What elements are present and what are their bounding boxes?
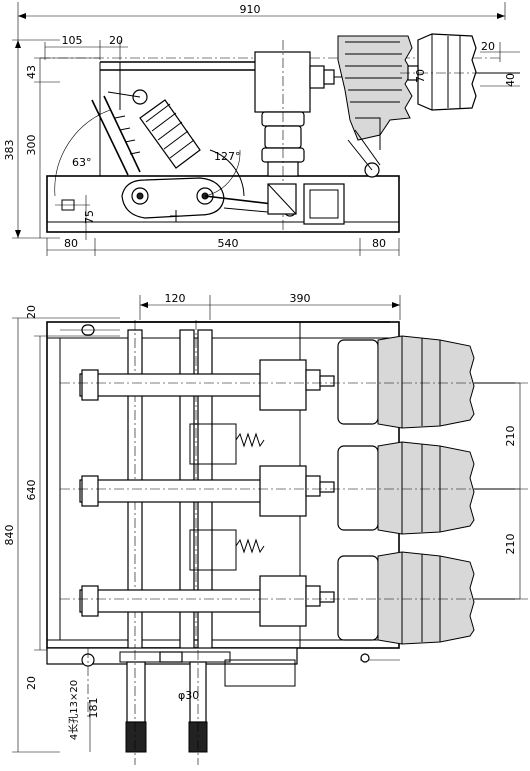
pole-assembly-1 — [60, 335, 520, 429]
angle-63-label: 63° — [72, 156, 92, 169]
dim-120-label: 120 — [165, 292, 186, 305]
dim-left-verticals: 383 43 300 75 — [3, 39, 100, 240]
dim-210-a-label: 210 — [504, 426, 517, 447]
plan-bottom-labels: φ30 181 4长孔13×20 — [68, 680, 199, 752]
dim-390-label: 390 — [290, 292, 311, 305]
dim-plan-left: 20 840 640 20 — [3, 305, 120, 753]
dim-540-label: 540 — [218, 237, 239, 250]
bottom-base-and-rods — [46, 647, 400, 765]
dim-105-label: 105 — [62, 34, 83, 47]
dim-383-label: 383 — [3, 140, 16, 161]
interlock-springs — [189, 423, 265, 571]
pole-assembly-3 — [60, 551, 520, 645]
dim-20-right-label: 20 — [481, 40, 495, 53]
dim-181-label: 181 — [87, 698, 100, 719]
dim-20-plan-top-label: 20 — [25, 305, 38, 319]
dim-43-label: 43 — [25, 65, 38, 79]
dim-75-label: 75 — [83, 210, 96, 224]
dim-top-105-20: 105 20 — [44, 34, 128, 60]
phi30-label: φ30 — [178, 689, 199, 702]
dim-40-label: 40 — [504, 73, 517, 87]
dim-70-label: 70 — [414, 69, 427, 83]
pole-column — [254, 40, 342, 230]
slotted-holes-label: 4长孔13×20 — [68, 680, 80, 740]
pole-assembly-2 — [60, 441, 520, 535]
actuator-spring-assembly — [91, 89, 201, 176]
dim-20-top-label: 20 — [109, 34, 123, 47]
angle-127-label: 127° — [214, 150, 241, 163]
side-elevation-view: 910 105 20 383 43 300 75 — [3, 2, 520, 256]
contact-cone — [400, 33, 520, 111]
dim-840-label: 840 — [3, 525, 16, 546]
dim-plan-top: 120 390 — [139, 292, 401, 320]
dim-80-right-label: 80 — [372, 237, 386, 250]
dim-bottom-row: 80 540 80 — [46, 237, 400, 256]
dim-210-b-label: 210 — [504, 534, 517, 555]
dim-overall-width: 910 — [17, 2, 506, 40]
dim-plan-right: 210 210 — [504, 382, 528, 600]
dim-right-side: 20 70 40 — [414, 40, 520, 87]
dim-80-left-label: 80 — [64, 237, 78, 250]
interlock-boxes — [267, 117, 381, 225]
dim-910-label: 910 — [240, 3, 261, 16]
angle-arcs: 63° 127° — [54, 109, 245, 197]
bushing-insulator — [337, 35, 413, 141]
dim-640-label: 640 — [25, 480, 38, 501]
plan-view: 120 390 20 840 640 20 — [3, 292, 528, 765]
dim-300-label: 300 — [25, 135, 38, 156]
dim-20-plan-bottom-label: 20 — [25, 676, 38, 690]
